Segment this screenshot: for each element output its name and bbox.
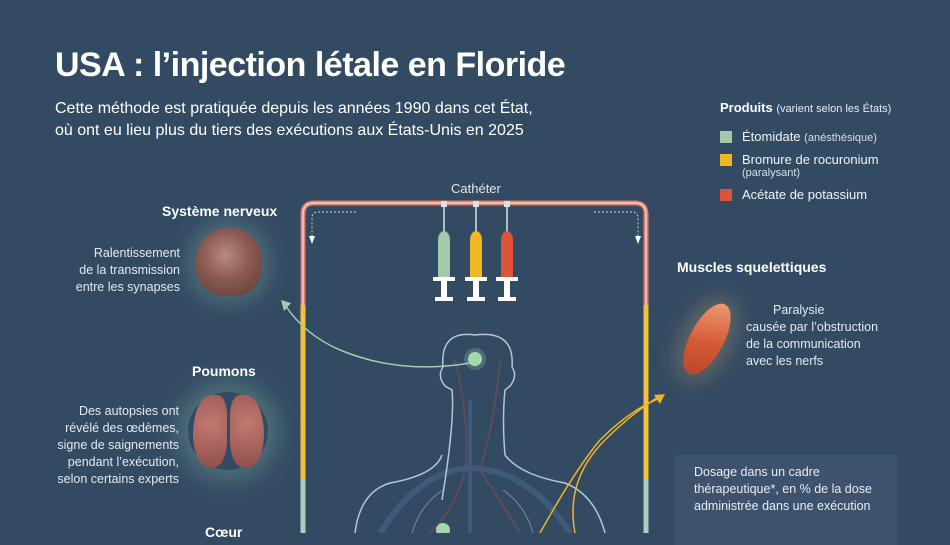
legend-item-label: Étomidate <box>742 129 801 144</box>
subtitle-line-1: Cette méthode est pratiquée depuis les a… <box>55 100 533 117</box>
legend-title: Produits (varient selon les États) <box>720 100 940 115</box>
brain-target-dot-icon <box>468 352 482 366</box>
desc-line: révélé des œdèmes, <box>65 421 179 435</box>
nervous-arrow-icon <box>281 300 471 368</box>
legend-item-text: Étomidate (anésthésique) <box>742 129 877 144</box>
legend-item-label: Bromure de rocuronium <box>742 152 879 167</box>
desc-line: Ralentissement <box>93 246 180 260</box>
legend-item-rocuronium: Bromure de rocuronium (paralysant) <box>720 152 940 179</box>
lungs-desc: Des autopsies ont révélé des œdèmes, sig… <box>57 403 179 488</box>
red-swatch-icon <box>720 189 732 201</box>
nervous-system-title: Système nerveux <box>162 203 278 219</box>
legend-item-note: (paralysant) <box>742 167 801 179</box>
muscle-arrow-icon <box>539 394 665 533</box>
desc-line: de la transmission <box>79 263 180 277</box>
yellow-swatch-icon <box>720 154 732 166</box>
legend-item-text: Bromure de rocuronium (paralysant) <box>742 152 879 179</box>
lungs-title: Poumons <box>192 363 256 379</box>
blood-vessels <box>377 359 573 533</box>
desc-line: causée par l’obstruction <box>746 320 879 334</box>
left-lung-icon <box>193 395 227 467</box>
muscles-desc: Paralysie causée par l’obstruction de la… <box>746 302 878 370</box>
legend-title-text: Produits <box>720 100 773 115</box>
desc-line: pendant l’exécution, <box>67 455 179 469</box>
heart-title: Cœur <box>205 524 243 540</box>
desc-line: avec les nerfs <box>746 354 824 368</box>
desc-line: Des autopsies ont <box>78 404 179 418</box>
nervous-system-desc: Ralentissement de la transmission entre … <box>76 245 180 296</box>
legend-item-potassium: Acétate de potassium <box>720 187 940 202</box>
desc-line: entre les synapses <box>75 280 180 294</box>
dosage-line: thérapeutique*, en % de la dose <box>694 482 872 496</box>
dosage-panel: Dosage dans un cadre thérapeutique*, en … <box>675 455 897 545</box>
potassium-syringe-icon <box>496 201 518 301</box>
desc-line: signe de saignements <box>57 438 179 452</box>
legend-item-note: (anésthésique) <box>804 132 877 144</box>
etomidate-syringe-icon <box>433 201 455 301</box>
legend-item-label: Acétate de potassium <box>742 187 868 202</box>
products-legend: Produits (varient selon les États) Étomi… <box>720 100 940 210</box>
injection-diagram <box>281 200 665 533</box>
desc-line: selon certains experts <box>57 472 179 486</box>
dosage-line: administrée dans une exécution <box>694 499 871 513</box>
body-lungs-outline <box>411 489 534 533</box>
rocuronium-syringe-icon <box>465 201 487 301</box>
flow-arrow-left-icon <box>309 211 641 244</box>
body-silhouette <box>354 333 606 533</box>
page-subtitle: Cette méthode est pratiquée depuis les a… <box>55 98 533 142</box>
muscles-title: Muscles squelettiques <box>677 259 827 275</box>
catheter-label: Cathéter <box>451 181 501 196</box>
right-lung-icon <box>230 395 264 467</box>
dosage-caption: Dosage dans un cadre thérapeutique*, en … <box>694 464 872 515</box>
desc-line: Paralysie <box>773 303 825 317</box>
legend-title-note: (varient selon les États) <box>776 103 892 115</box>
page-title: USA : l’injection létale en Floride <box>55 46 566 84</box>
dosage-line: Dosage dans un cadre <box>694 465 820 479</box>
subtitle-line-2: où ont eu lieu plus du tiers des exécuti… <box>55 122 524 139</box>
brain-icon <box>196 228 262 296</box>
desc-line: de la communication <box>746 337 861 351</box>
heart-target-dot-icon <box>436 523 450 533</box>
legend-item-etomidate: Étomidate (anésthésique) <box>720 129 940 144</box>
green-swatch-icon <box>720 131 732 143</box>
